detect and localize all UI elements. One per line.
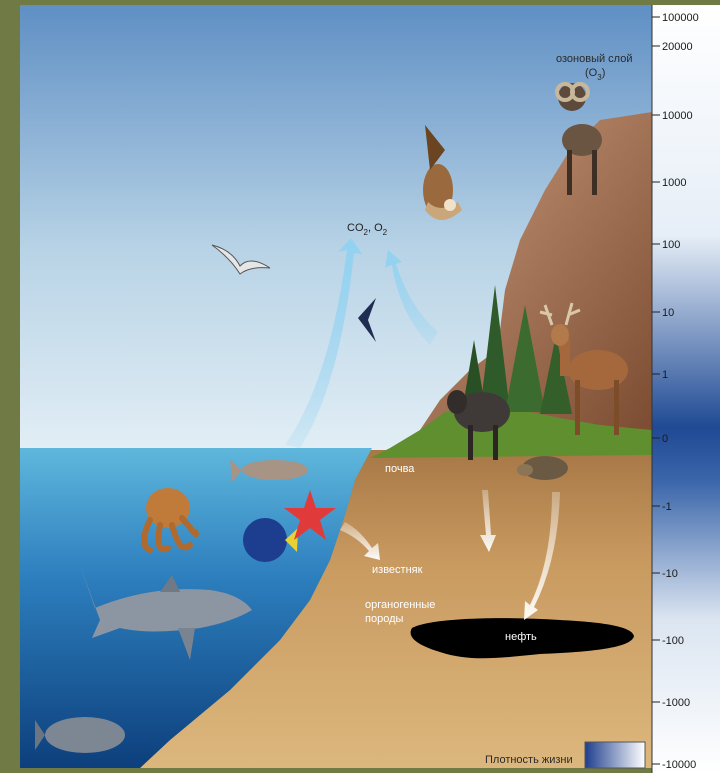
scale-tick-label: -10000 xyxy=(662,759,696,771)
scale-tick-label: -100 xyxy=(662,635,684,647)
scale-tick-label: 10 xyxy=(662,307,674,319)
ozone-label: озоновый слой xyxy=(556,53,632,65)
oil-label: нефть xyxy=(505,631,537,643)
scale-tick-label: 10000 xyxy=(662,110,693,122)
scale-tick-label: -1 xyxy=(662,501,672,513)
scale-tick-label: 20000 xyxy=(662,41,693,53)
density-legend-swatch xyxy=(585,742,645,768)
scale-tick-label: -10 xyxy=(662,568,678,580)
organogenic-label-line2: породы xyxy=(365,613,403,625)
limestone-label: известняк xyxy=(372,564,423,576)
scale-tick-label: 0 xyxy=(662,433,668,445)
scale-tick-label: 100000 xyxy=(662,12,699,24)
scale-tick-label: 1000 xyxy=(662,177,686,189)
scale-tick-label: 1 xyxy=(662,369,668,381)
scale-tick-label: -1000 xyxy=(662,697,690,709)
density-legend-label: Плотность жизни xyxy=(485,754,573,766)
soil-label: почва xyxy=(385,463,415,475)
organogenic-label-line1: органогенные xyxy=(365,599,435,611)
scale-tick-label: 100 xyxy=(662,239,680,251)
